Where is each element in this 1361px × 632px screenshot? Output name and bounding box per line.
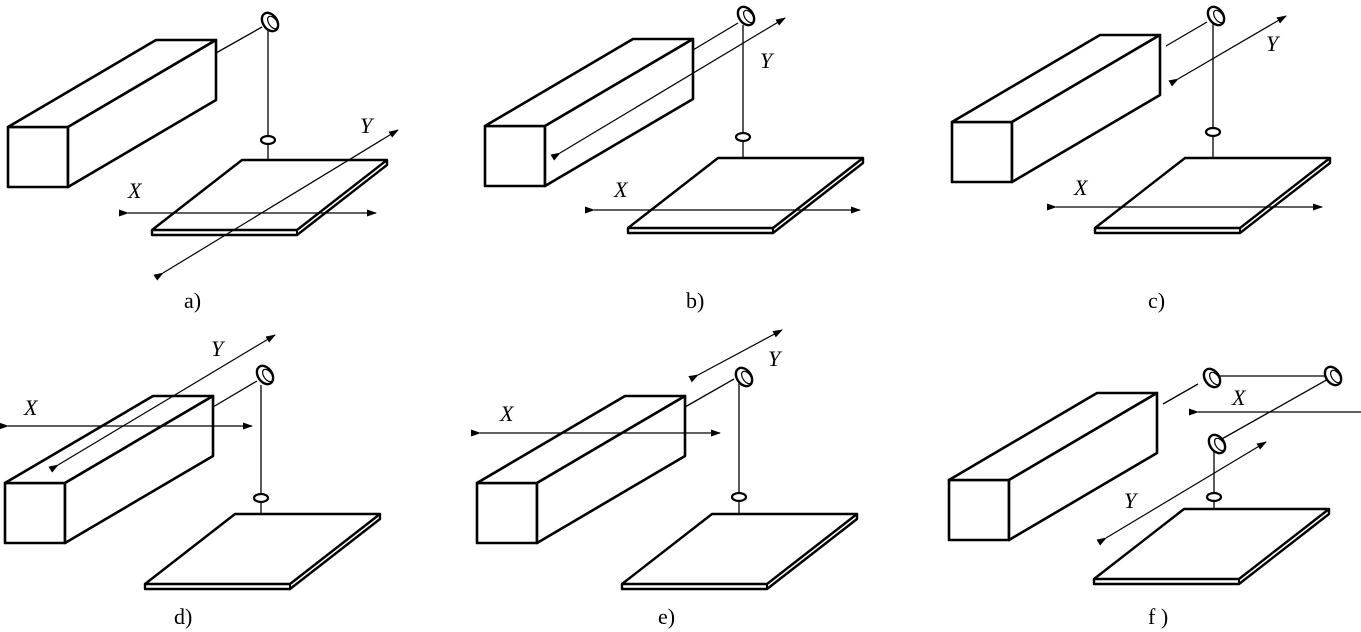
focusing-lens — [259, 134, 277, 146]
panel-caption: d) — [174, 604, 192, 629]
y-axis-label: Y — [1266, 31, 1281, 56]
y-axis-arrow — [153, 129, 399, 281]
panel-caption: c) — [1148, 288, 1165, 313]
laser-beam — [692, 22, 739, 51]
mirror — [257, 8, 283, 36]
focusing-lens — [1205, 491, 1223, 503]
x-axis-label: X — [1231, 385, 1247, 410]
y-axis-label: Y — [768, 346, 783, 371]
x-moving-mirror — [1320, 362, 1346, 390]
mirror — [733, 2, 759, 30]
laser-beam — [215, 26, 263, 54]
laser-beam — [212, 380, 258, 408]
y-axis-arrow — [1096, 441, 1267, 546]
laser-beam — [1162, 383, 1199, 405]
mirror — [252, 361, 278, 389]
laser-beam — [684, 378, 735, 408]
y-axis-label: Y — [1124, 488, 1139, 513]
x-axis-label: X — [499, 401, 515, 426]
workpiece-plate — [143, 512, 382, 591]
y-axis-label: Y — [211, 336, 226, 361]
focusing-lens — [1204, 126, 1222, 138]
y-moving-mirror — [1204, 430, 1230, 458]
y-axis-arrow — [550, 17, 786, 161]
y-axis-arrow — [688, 329, 783, 383]
x-axis-label: X — [1073, 175, 1089, 200]
laser-source-block — [947, 391, 1159, 542]
focusing-lens — [734, 131, 752, 143]
workpiece-plate — [1093, 156, 1332, 235]
x-axis-label: X — [127, 178, 143, 203]
laser-source-block — [483, 37, 695, 188]
panel-c: X Y c) — [950, 2, 1332, 313]
panel-e: X Y e) — [471, 329, 859, 629]
mirror — [731, 363, 757, 391]
panel-caption: f ) — [1148, 604, 1168, 629]
mirror — [1203, 2, 1229, 30]
panel-a: X Y a) — [6, 8, 399, 313]
workpiece-plate — [1092, 507, 1331, 586]
y-axis-arrow — [48, 334, 276, 473]
beam-to-y-mirror — [1219, 377, 1331, 441]
fixed-mirror — [1199, 364, 1225, 392]
workpiece-plate — [150, 158, 389, 237]
y-axis-arrow — [1168, 15, 1287, 87]
panel-b: X Y b) — [483, 2, 865, 313]
panel-caption: e) — [658, 604, 675, 629]
laser-source-block — [950, 33, 1162, 184]
focusing-lens — [252, 492, 270, 504]
laser-source-block — [6, 38, 218, 189]
panel-caption: b) — [686, 288, 704, 313]
y-axis-label: Y — [760, 48, 775, 73]
panel-d: X Y d) — [0, 334, 382, 629]
panel-f: X Y f ) — [947, 362, 1361, 629]
workpiece-plate — [626, 156, 865, 235]
x-axis-label: X — [613, 177, 629, 202]
workpiece-plate — [620, 512, 859, 591]
focusing-lens — [730, 491, 748, 503]
x-axis-label: X — [23, 395, 39, 420]
laser-beam — [1165, 21, 1208, 47]
y-axis-label: Y — [360, 113, 375, 138]
panel-caption: a) — [184, 288, 201, 313]
